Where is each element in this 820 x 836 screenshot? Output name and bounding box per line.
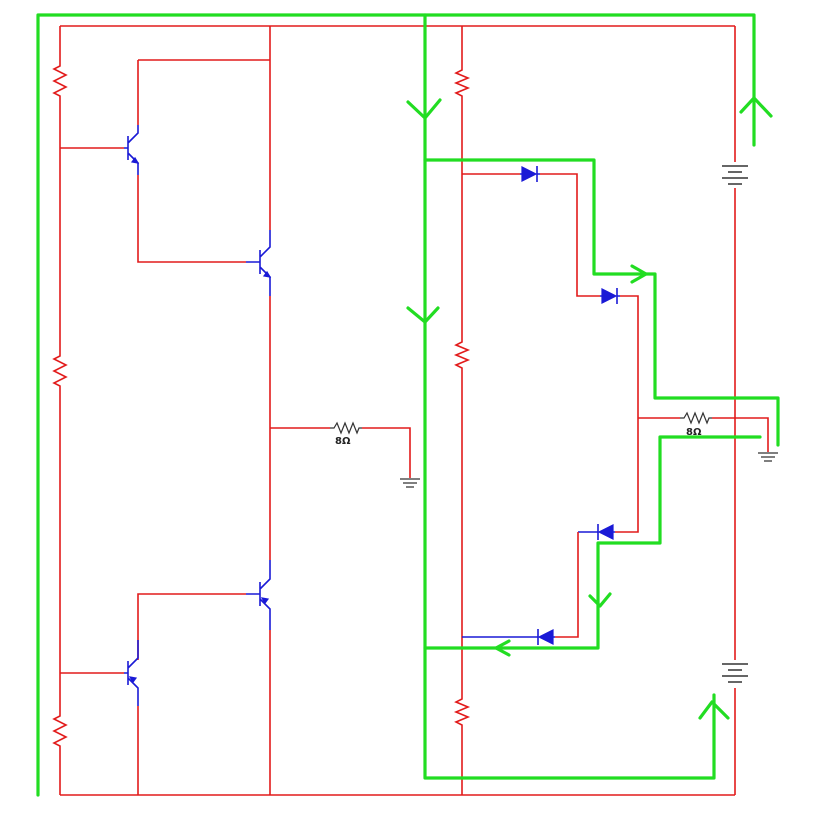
diode-d3 xyxy=(578,524,615,540)
resistor-r2 xyxy=(52,350,68,388)
battery-bottom-icon xyxy=(722,663,748,683)
q1-collector-wire xyxy=(137,59,270,125)
right-load-wire xyxy=(638,417,769,452)
resistor-r3 xyxy=(52,710,68,750)
transistor-q3 xyxy=(246,560,271,630)
diode-d2 xyxy=(600,288,620,304)
resistor-r6 xyxy=(453,695,471,730)
d2-wire xyxy=(615,295,639,533)
left-circuit: 8Ω xyxy=(52,25,460,796)
diode-d1 xyxy=(520,166,540,182)
d1-wire xyxy=(462,173,600,297)
d3-wire xyxy=(555,532,579,638)
arrow-up-right-icon xyxy=(739,96,773,118)
transistor-q2 xyxy=(246,230,272,296)
right-ground-icon xyxy=(758,452,778,462)
right-circuit: 8Ω xyxy=(453,25,778,796)
right-load-label: 8Ω xyxy=(686,427,702,438)
resistor-left-load xyxy=(330,421,362,435)
q4-emitter-wire xyxy=(137,593,246,660)
resistor-r5 xyxy=(453,338,471,370)
center-vertical-path xyxy=(423,13,716,780)
arrow-left-icon xyxy=(494,639,511,657)
arrow-right-icon xyxy=(630,264,648,284)
load-wire xyxy=(270,427,411,478)
left-ground-icon xyxy=(400,478,420,488)
current-flow-annotations xyxy=(36,13,780,797)
arrow-down-lower-icon xyxy=(588,592,612,608)
upper-branch-path xyxy=(423,158,780,447)
transistor-q4 xyxy=(124,640,139,706)
left-load-label: 8Ω xyxy=(335,436,351,447)
q1-emitter-wire xyxy=(137,175,246,263)
resistor-right-load xyxy=(680,411,712,425)
outer-loop-path xyxy=(36,13,756,797)
diode-d4 xyxy=(462,629,555,645)
arrow-down-middle-icon xyxy=(406,306,440,324)
resistor-r1 xyxy=(52,60,68,100)
resistor-r4 xyxy=(453,66,471,100)
transistor-q1 xyxy=(124,125,140,175)
arrow-up-bottom-icon xyxy=(698,700,730,720)
lower-branch-path xyxy=(423,435,762,650)
battery-top-icon xyxy=(722,165,748,185)
arrow-down-upper-icon xyxy=(406,98,442,120)
